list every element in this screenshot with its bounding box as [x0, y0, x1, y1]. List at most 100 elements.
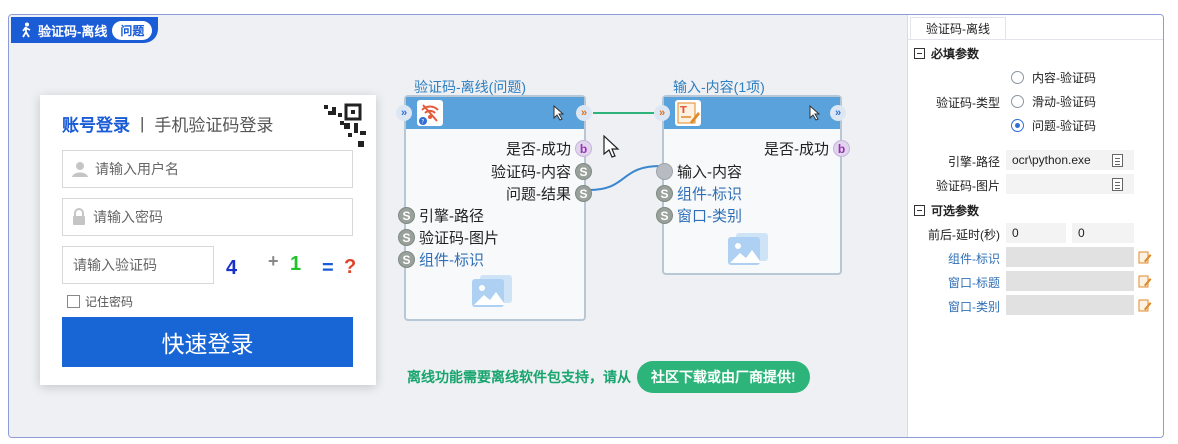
qr-code-icon[interactable] [318, 101, 368, 151]
notice-text: 离线功能需要离线软件包支持，请从 [407, 369, 631, 385]
captcha-node-title: 验证码-离线(问题) [414, 79, 526, 95]
generic-pin[interactable] [656, 163, 673, 180]
remember-password[interactable]: 记住密码 [67, 293, 133, 310]
required-section-header[interactable]: 必填参数 [914, 45, 979, 62]
component-id-input[interactable] [1006, 247, 1134, 267]
delay-before-input[interactable]: 0 [1006, 223, 1066, 243]
string-pin[interactable]: S [398, 251, 415, 268]
bool-pin[interactable]: b [575, 140, 592, 157]
user-icon [72, 162, 88, 177]
edit-icon[interactable] [1138, 274, 1152, 288]
window-title-input[interactable] [1006, 271, 1134, 291]
radio-question-captcha[interactable]: 问题-验证码 [1011, 117, 1096, 134]
input-node-icon: T [675, 100, 701, 126]
image-icon [728, 233, 768, 265]
connection-lines [588, 112, 664, 191]
download-link-button[interactable]: 社区下载或由厂商提供! [637, 361, 810, 393]
required-section-title: 必填参数 [931, 47, 980, 61]
captcha-node-header[interactable]: ? [406, 97, 584, 129]
workspace: 验证码-离线 问题 账号登录 | 手机验证码登录 [8, 14, 1164, 438]
cursor-select-icon [809, 105, 821, 121]
output-label: 是否-成功 [764, 141, 829, 158]
string-pin[interactable]: S [398, 207, 415, 224]
string-pin[interactable]: S [398, 229, 415, 246]
input-node-title: 输入-内容(1项) [673, 79, 765, 95]
string-pin[interactable]: S [575, 185, 592, 202]
window-class-label: 窗口-类别 [948, 300, 1000, 314]
tab-captcha-offline[interactable]: 验证码-离线 [910, 17, 1006, 39]
captcha-input-engine-path[interactable]: S 引擎-路径 [398, 205, 484, 226]
radio-slide-captcha[interactable]: 滑动-验证码 [1011, 93, 1096, 110]
username-field[interactable]: 请输入用户名 [62, 150, 353, 188]
remember-label: 记住密码 [85, 295, 134, 309]
input-node-header[interactable]: T [664, 97, 840, 129]
radio-button[interactable] [1011, 95, 1024, 108]
input-input-component-id[interactable]: S 组件-标识 [656, 183, 742, 204]
input-node-flow-in-pin[interactable]: » [654, 105, 670, 121]
captcha-image-input[interactable] [1006, 174, 1134, 194]
string-pin[interactable]: S [575, 163, 592, 180]
tab-separator: | [140, 113, 145, 133]
captcha-output-result[interactable]: 问题-结果 S [506, 183, 592, 204]
property-panel: 验证码-离线 必填参数 内容-验证码 验证码-类型 滑动-验证码 问题-验证码 … [907, 15, 1163, 437]
input-input-window-class[interactable]: S 窗口-类别 [656, 205, 742, 226]
tab-account-login[interactable]: 账号登录 [62, 116, 130, 135]
bool-pin[interactable]: b [833, 140, 850, 157]
remember-checkbox[interactable] [67, 295, 80, 308]
input-node-flow-out-pin[interactable]: » [830, 105, 846, 121]
string-pin[interactable]: S [656, 185, 673, 202]
input-label: 输入-内容 [677, 164, 742, 181]
captcha-image[interactable]: 4 + 1 = ? [226, 251, 366, 283]
module-tag[interactable]: 验证码-离线 问题 [11, 17, 159, 43]
string-pin[interactable]: S [656, 207, 673, 224]
walker-icon [22, 22, 31, 38]
radio-button[interactable] [1011, 71, 1024, 84]
collapse-icon[interactable] [914, 48, 925, 59]
optional-section-header[interactable]: 可选参数 [914, 202, 979, 219]
output-label: 验证码-内容 [491, 164, 571, 181]
input-input-content[interactable]: 输入-内容 [656, 161, 742, 182]
input-label: 窗口-类别 [677, 208, 742, 225]
radio-content-captcha[interactable]: 内容-验证码 [1011, 69, 1096, 86]
captcha-digit-2: 1 [290, 253, 302, 275]
engine-path-input[interactable]: ocr\python.exe [1006, 150, 1134, 170]
captcha-image-label: 验证码-图片 [936, 179, 1000, 193]
flow-canvas[interactable]: 验证码-离线 问题 账号登录 | 手机验证码登录 [9, 15, 907, 437]
collapse-icon[interactable] [914, 205, 925, 216]
tab-divider [908, 39, 1163, 40]
captcha-digit-1: 4 [226, 257, 238, 279]
input-label: 验证码-图片 [419, 230, 499, 247]
optional-section-title: 可选参数 [931, 204, 980, 218]
username-placeholder: 请输入用户名 [95, 161, 179, 177]
captcha-node-flow-in-pin[interactable]: » [396, 105, 412, 121]
file-browse-icon[interactable] [1112, 154, 1123, 167]
delay-after-input[interactable]: 0 [1072, 223, 1134, 243]
module-badge: 问题 [112, 20, 153, 40]
password-placeholder: 请输入密码 [93, 209, 163, 225]
input-output-success[interactable]: 是否-成功 b [764, 138, 850, 159]
tab-phone-login[interactable]: 手机验证码登录 [154, 116, 274, 135]
quick-login-button[interactable]: 快速登录 [62, 317, 353, 367]
svg-text:?: ? [421, 119, 424, 126]
edit-icon[interactable] [1138, 298, 1152, 312]
radio-button-selected[interactable] [1011, 119, 1024, 132]
text-edit-icon: T [677, 102, 700, 124]
password-field[interactable]: 请输入密码 [62, 198, 353, 236]
radio-label: 问题-验证码 [1032, 119, 1096, 133]
input-label: 引擎-路径 [419, 208, 484, 225]
captcha-input-component-id[interactable]: S 组件-标识 [398, 249, 484, 270]
file-browse-icon[interactable] [1112, 178, 1123, 191]
window-class-input[interactable] [1006, 295, 1134, 315]
captcha-output-content[interactable]: 验证码-内容 S [491, 161, 592, 182]
input-node[interactable]: T » » 是否-成功 b 输入-内容 S [654, 95, 850, 275]
captcha-field[interactable]: 请输入验证码 [62, 246, 214, 284]
captcha-output-success[interactable]: 是否-成功 b [506, 138, 592, 159]
lock-icon [73, 208, 85, 225]
radio-label: 内容-验证码 [1032, 71, 1096, 85]
captcha-input-image[interactable]: S 验证码-图片 [398, 227, 499, 248]
captcha-node-flow-out-pin[interactable]: » [576, 105, 592, 121]
output-label: 是否-成功 [506, 141, 571, 158]
captcha-node[interactable]: ? » » 是否-成功 b 验证码-内容 S 问题-结果 S [396, 95, 592, 321]
radio-label: 滑动-验证码 [1032, 95, 1096, 109]
edit-icon[interactable] [1138, 250, 1152, 264]
